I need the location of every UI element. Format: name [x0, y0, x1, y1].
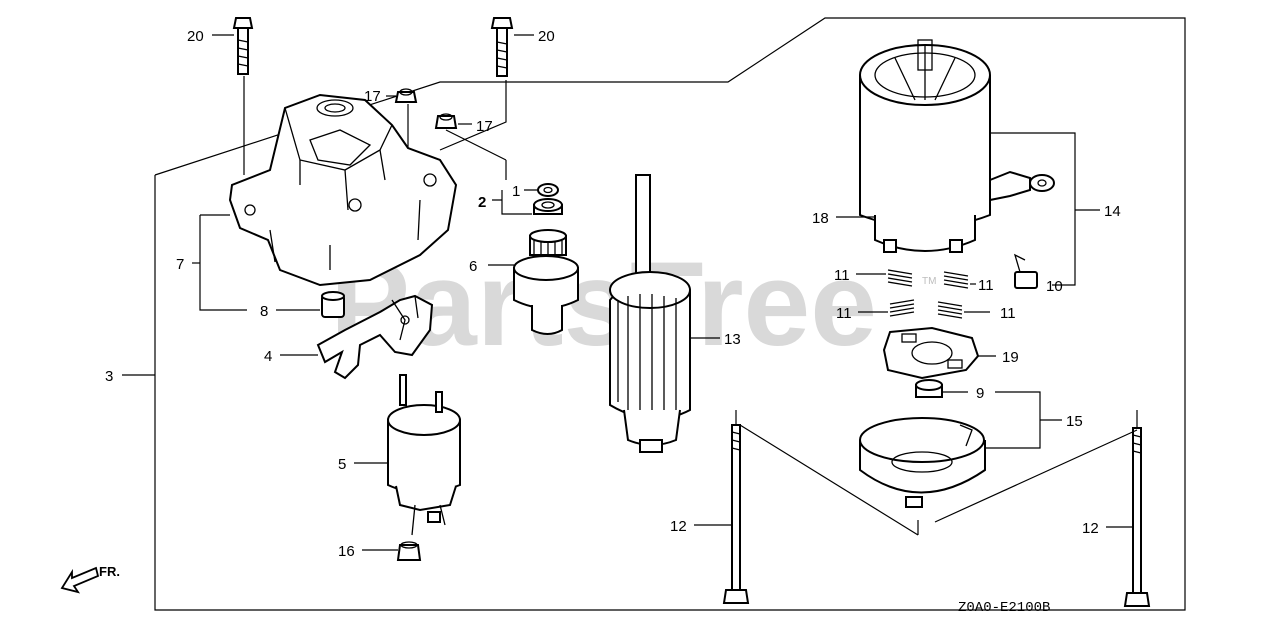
- callout-12-right[interactable]: 12: [1082, 520, 1099, 537]
- nut-16[interactable]: [396, 541, 422, 561]
- bolt-axis-right: [439, 80, 507, 151]
- shift-lever-4[interactable]: [316, 294, 434, 380]
- nut-17-side[interactable]: [434, 113, 458, 129]
- diagram-code: Z0A0-E2100B: [958, 600, 1050, 616]
- nut-axis-lines: [407, 104, 507, 180]
- yoke-18[interactable]: [859, 39, 991, 253]
- callout-15[interactable]: 15: [1066, 413, 1083, 430]
- callout-3[interactable]: 3: [105, 368, 113, 385]
- brush-holder-19[interactable]: [882, 326, 980, 380]
- bushing-9[interactable]: [915, 379, 943, 398]
- callout-7[interactable]: 7: [176, 256, 184, 273]
- front-housing-7[interactable]: [228, 93, 458, 287]
- spring-11-c[interactable]: [889, 299, 915, 317]
- callout-5[interactable]: 5: [338, 456, 346, 473]
- callout-9[interactable]: 9: [976, 385, 984, 402]
- callout-20-left[interactable]: 20: [187, 28, 204, 45]
- callout-11-a[interactable]: 11: [834, 267, 850, 284]
- callout-16[interactable]: 16: [338, 543, 355, 560]
- callout-4[interactable]: 4: [264, 348, 272, 365]
- armature-13[interactable]: [609, 174, 691, 453]
- spring-11-b[interactable]: [943, 271, 969, 289]
- callout-20-right[interactable]: 20: [538, 28, 555, 45]
- callout-11-b[interactable]: 11: [978, 277, 994, 294]
- front-arrow-icon: [60, 566, 100, 594]
- pinion-gear-6[interactable]: [513, 229, 579, 335]
- nut-17-top[interactable]: [394, 88, 418, 103]
- callout-12-left[interactable]: 12: [670, 518, 687, 535]
- solenoid-5[interactable]: [387, 374, 461, 536]
- callout-14[interactable]: 14: [1104, 203, 1121, 220]
- callout-6[interactable]: 6: [469, 258, 477, 275]
- watermark-trademark: TM: [922, 276, 936, 287]
- terminal-lead-14[interactable]: [989, 170, 1055, 202]
- bushing-2[interactable]: [533, 198, 563, 215]
- callout-19[interactable]: 19: [1002, 349, 1019, 366]
- front-direction-indicator: FR.: [60, 564, 120, 594]
- spring-11-d[interactable]: [937, 301, 963, 319]
- callout-1[interactable]: 1: [512, 183, 520, 200]
- callout-13[interactable]: 13: [724, 331, 741, 348]
- bolt-alignment-lines: [735, 410, 1138, 536]
- through-bolt-12-left[interactable]: [722, 424, 750, 604]
- rear-cover-15[interactable]: [859, 417, 986, 508]
- bolt-20-left[interactable]: [232, 17, 254, 75]
- callout-17-side[interactable]: 17: [476, 118, 493, 135]
- washer-1[interactable]: [537, 183, 559, 197]
- bolt-20-right[interactable]: [490, 17, 514, 77]
- bracket-9-15: [942, 391, 1062, 449]
- bracket-1-2: [492, 189, 538, 215]
- callout-10[interactable]: 10: [1046, 278, 1063, 295]
- callout-8[interactable]: 8: [260, 303, 268, 320]
- callout-18[interactable]: 18: [812, 210, 829, 227]
- through-bolt-12-right[interactable]: [1123, 427, 1151, 607]
- bracket-14: [990, 132, 1100, 286]
- callout-2[interactable]: 2: [478, 194, 486, 211]
- cap-8[interactable]: [321, 291, 345, 318]
- callout-11-d[interactable]: 11: [1000, 305, 1016, 322]
- brush-10[interactable]: [1013, 253, 1038, 289]
- callout-11-c[interactable]: 11: [836, 305, 852, 322]
- spring-11-a[interactable]: [887, 269, 913, 287]
- callout-17-top[interactable]: 17: [364, 88, 381, 105]
- bracket-7: [199, 214, 247, 311]
- assembly-boundary-line: [154, 17, 1186, 611]
- front-label: FR.: [99, 564, 120, 579]
